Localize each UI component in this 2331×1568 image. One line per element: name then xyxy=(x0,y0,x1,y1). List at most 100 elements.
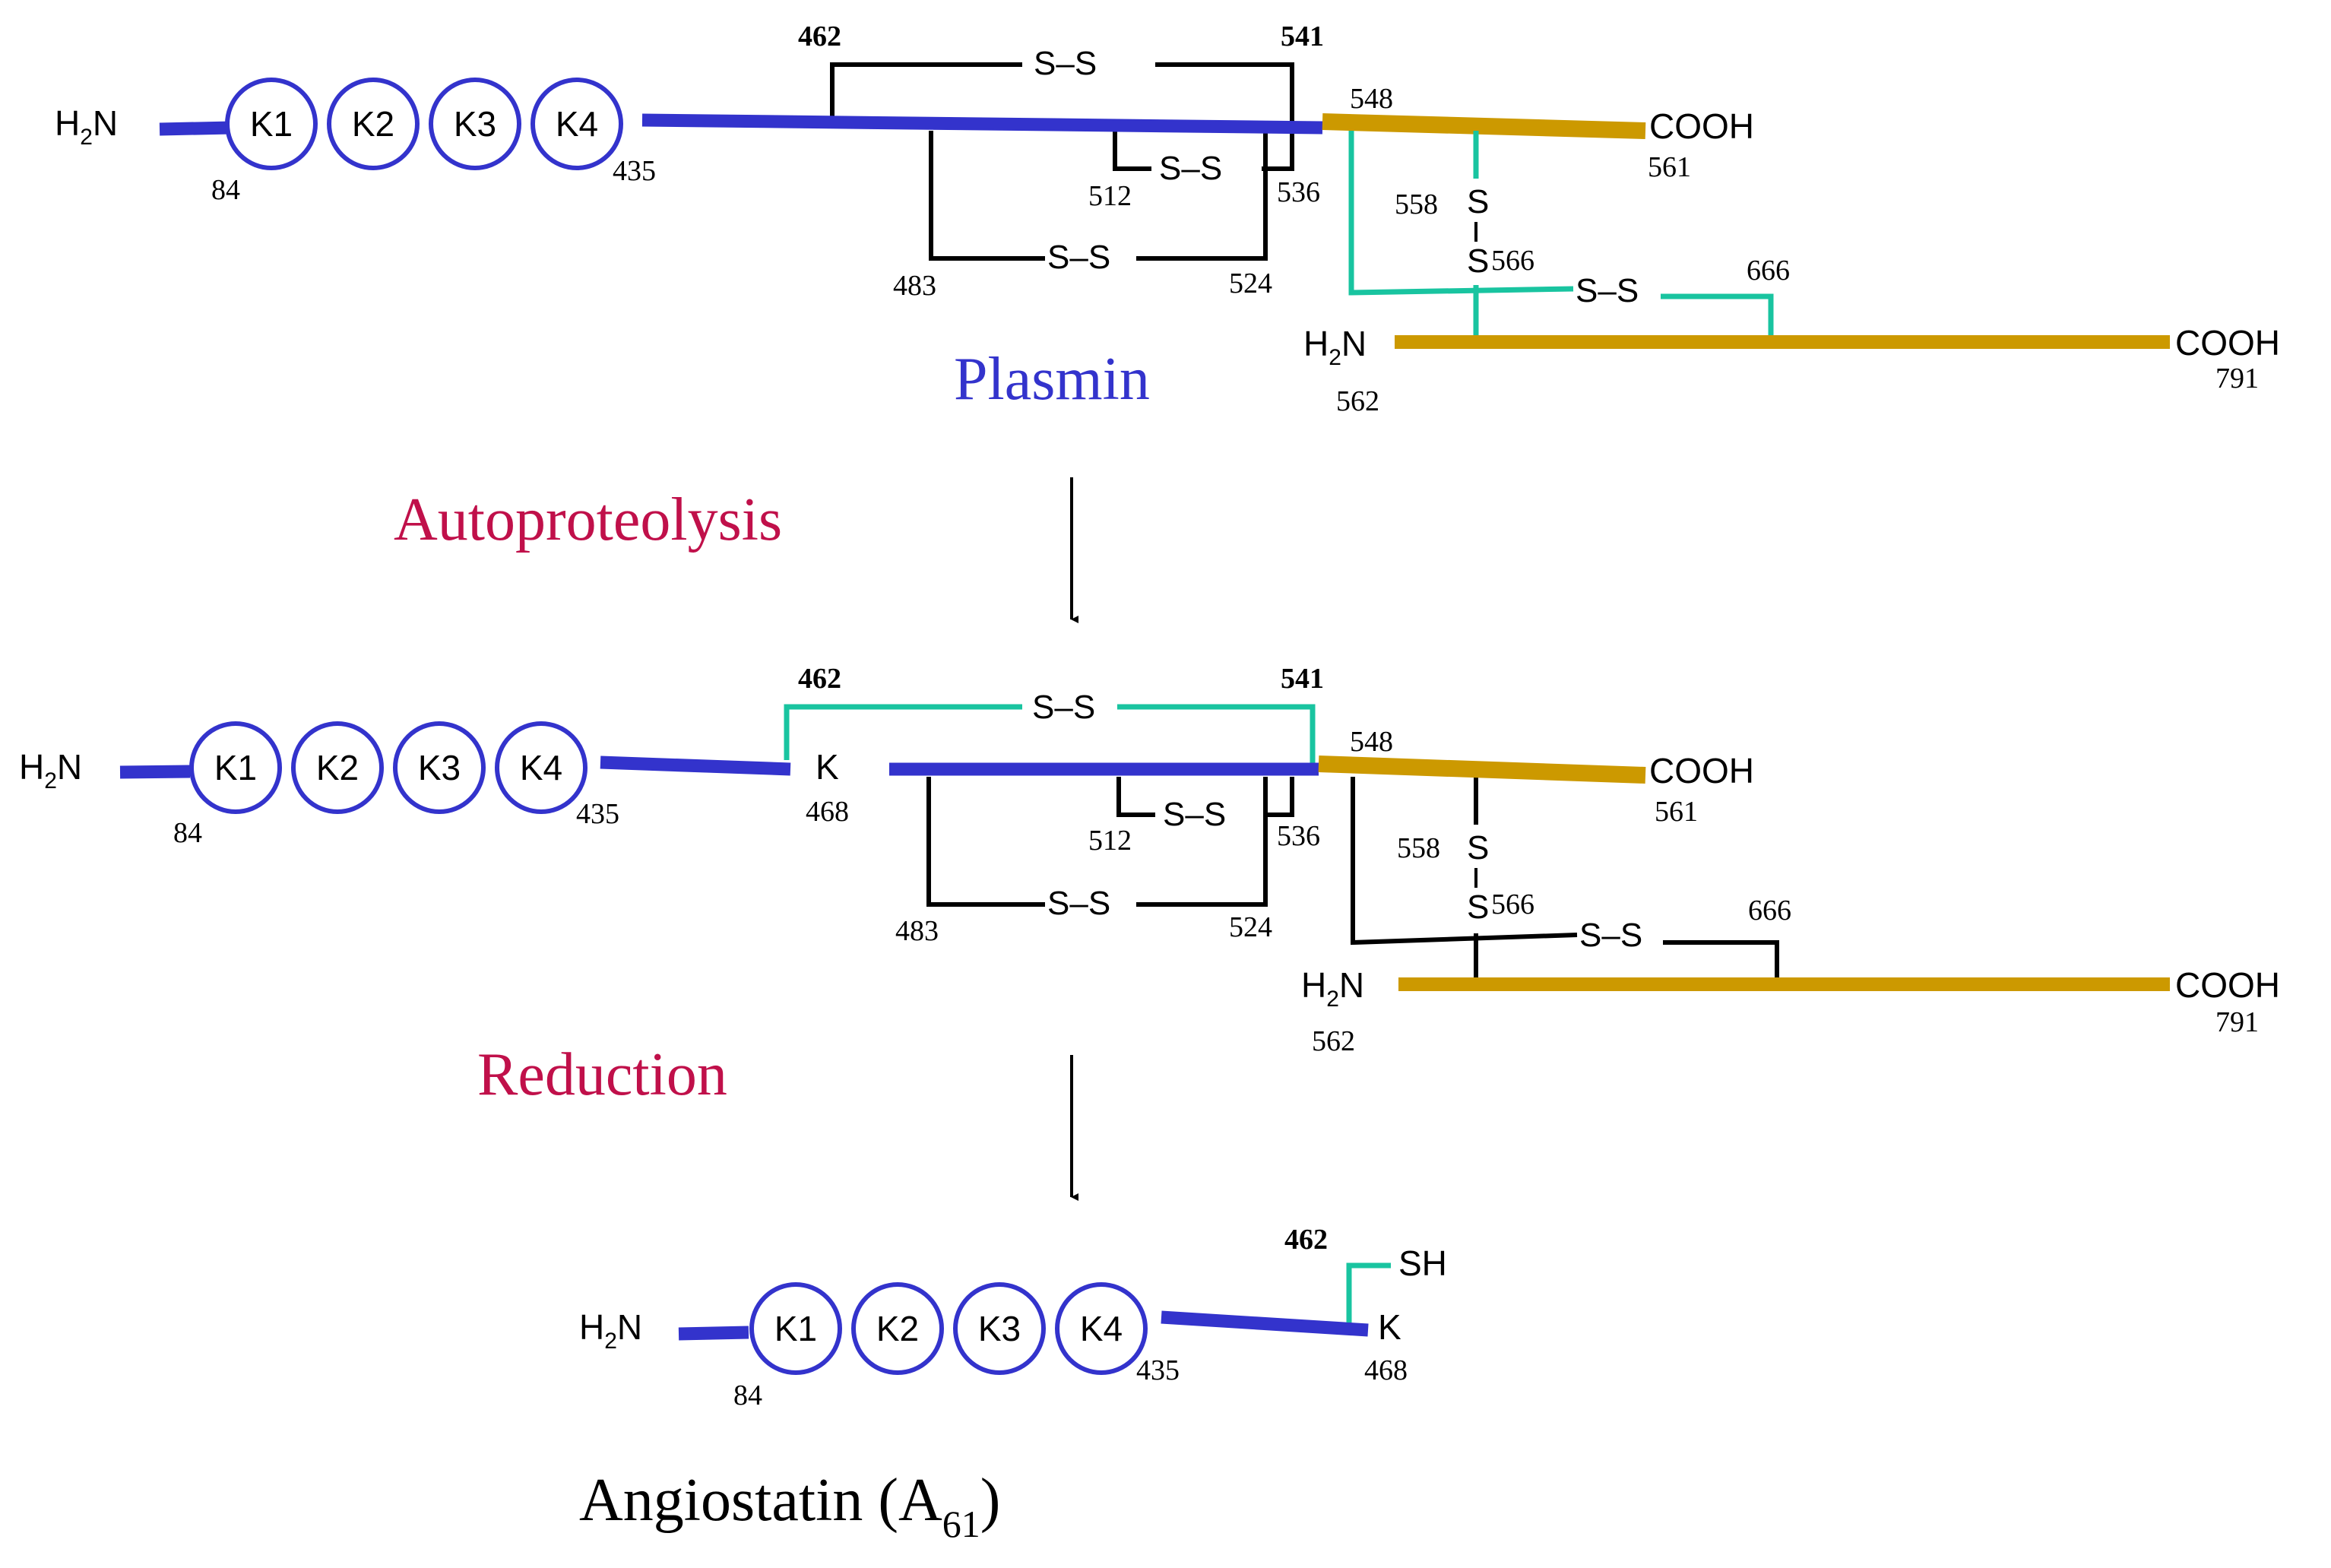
heavy-chain-kringle-fragment xyxy=(1161,1310,1369,1337)
residue-number: 536 xyxy=(1277,176,1320,208)
residue-number: 462 xyxy=(798,21,841,52)
autoproteolysis-product-panel: K1 K2 K3 K4 H2N K COOH H2N COOH S–S S–S … xyxy=(19,663,2280,1057)
disulfide-548-566-right xyxy=(1661,293,1774,342)
disulfide-483-524-right xyxy=(1136,131,1268,261)
heavy-chain xyxy=(641,113,1323,135)
kringle-4-ring xyxy=(530,78,623,170)
residue-number: 566 xyxy=(1491,245,1534,277)
heavy-chain-kringle-fragment xyxy=(600,755,791,776)
disulfide-462-541 xyxy=(784,704,1022,760)
kringle-3-ring xyxy=(429,78,521,170)
angiostatin-label: Angiostatin (A61) xyxy=(579,1467,1000,1545)
residue-number: 562 xyxy=(1336,385,1379,417)
kringle-4-label: K4 xyxy=(520,748,562,787)
kringle-1-label: K1 xyxy=(250,104,293,144)
residue-number: 791 xyxy=(2215,363,2259,394)
kringle-1-ring xyxy=(225,78,318,170)
disulfide-512-536 xyxy=(1116,777,1155,817)
disulfide-483-524-right xyxy=(1136,777,1268,907)
residue-number: 524 xyxy=(1229,268,1272,299)
residue-number: 84 xyxy=(211,174,240,206)
residue-number: 84 xyxy=(173,817,202,849)
lysine-468: K xyxy=(1378,1307,1401,1347)
heavy-chain-nterm xyxy=(119,765,191,779)
disulfide-548-566-right xyxy=(1663,940,1779,988)
residue-number: 548 xyxy=(1350,83,1393,115)
kringle-4-label: K4 xyxy=(556,104,598,144)
residue-number: 512 xyxy=(1088,825,1132,857)
kringle-2-ring xyxy=(327,78,420,170)
light-chain-c-terminus: COOH xyxy=(2175,965,2280,1005)
ss-label: S–S xyxy=(1159,150,1222,187)
disulfide-512-536-right xyxy=(1265,777,1294,817)
residue-number: 541 xyxy=(1281,663,1324,695)
kringle-3-ring xyxy=(393,721,486,814)
thiol-group: SH xyxy=(1398,1243,1447,1283)
n-terminus: H2N xyxy=(579,1307,642,1354)
disulfide-462-541 xyxy=(830,62,1022,125)
disulfide-512-536 xyxy=(1113,131,1151,171)
residue-number: 84 xyxy=(733,1380,762,1411)
lysine-468: K xyxy=(816,747,839,787)
disulfide-462-541-right xyxy=(1117,704,1316,769)
residue-number: 483 xyxy=(895,915,939,947)
ss-label: S–S xyxy=(1579,917,1642,954)
kringle-3-ring xyxy=(953,1282,1046,1375)
residue-number: 562 xyxy=(1312,1025,1355,1057)
s-label: S xyxy=(1467,242,1489,280)
residue-number: 468 xyxy=(1364,1354,1408,1386)
angiostatin-panel: K1 K2 K3 K4 H2N K SH 84 435 462 468 Angi… xyxy=(579,1224,1447,1545)
kringle-2-label: K2 xyxy=(352,104,394,144)
heavy-chain-nterm xyxy=(678,1326,749,1341)
residue-number: 558 xyxy=(1395,188,1438,220)
kringle-2-ring xyxy=(851,1282,944,1375)
ss-label: S–S xyxy=(1047,885,1110,922)
kringle-3-label: K3 xyxy=(454,104,496,144)
residue-number: 791 xyxy=(2215,1006,2259,1038)
disulfide-548-566 xyxy=(1348,131,1574,296)
c-terminus-fragment: COOH xyxy=(1649,751,1754,790)
residue-number: 548 xyxy=(1350,726,1393,758)
autoproteolysis-label: Autoproteolysis xyxy=(394,486,782,553)
light-chain-fragment xyxy=(1322,113,1646,139)
s-label: S xyxy=(1467,829,1489,866)
n-terminus: H2N xyxy=(19,747,82,794)
kringle-2-ring xyxy=(291,721,384,814)
residue-number: 483 xyxy=(893,270,936,302)
residue-number: 541 xyxy=(1281,21,1324,52)
s-label: S xyxy=(1467,889,1489,926)
disulfide-462-541-right xyxy=(1155,62,1294,125)
kringle-1-label: K1 xyxy=(214,748,257,787)
residue-number: 462 xyxy=(1284,1224,1328,1256)
thiol-462 xyxy=(1346,1262,1391,1323)
residue-number: 435 xyxy=(1136,1354,1180,1386)
n-terminus: H2N xyxy=(55,103,118,150)
kringle-2-label: K2 xyxy=(876,1309,919,1348)
residue-number: 536 xyxy=(1277,820,1320,852)
ss-label: S–S xyxy=(1163,796,1226,833)
kringle-4-label: K4 xyxy=(1080,1309,1123,1348)
residue-number: 666 xyxy=(1748,895,1791,927)
residue-number: 462 xyxy=(798,663,841,695)
residue-number: 512 xyxy=(1088,180,1132,212)
light-chain-n-terminus: H2N xyxy=(1301,965,1364,1012)
ss-label: S–S xyxy=(1034,45,1097,82)
kringle-1-ring xyxy=(749,1282,842,1375)
ss-label: S–S xyxy=(1576,272,1639,309)
s-label: S xyxy=(1467,183,1489,220)
kringle-1-label: K1 xyxy=(774,1309,817,1348)
disulfide-483-524 xyxy=(926,777,1045,907)
residue-number: 566 xyxy=(1491,889,1534,920)
disulfide-483-524 xyxy=(929,131,1045,261)
plasmin-panel: K1 K2 K3 K4 H2N COOH H2N COOH S–S S–S S–… xyxy=(55,21,2280,417)
ss-label: S–S xyxy=(1047,239,1110,276)
light-chain-c-terminus: COOH xyxy=(2175,323,2280,363)
plasmin-label: Plasmin xyxy=(954,346,1150,413)
c-terminus-fragment: COOH xyxy=(1649,106,1754,146)
light-chain-n-terminus: H2N xyxy=(1303,324,1367,370)
heavy-chain-nterm xyxy=(159,121,233,136)
residue-number: 468 xyxy=(806,796,849,828)
residue-number: 435 xyxy=(576,798,619,830)
residue-number: 524 xyxy=(1229,911,1272,943)
